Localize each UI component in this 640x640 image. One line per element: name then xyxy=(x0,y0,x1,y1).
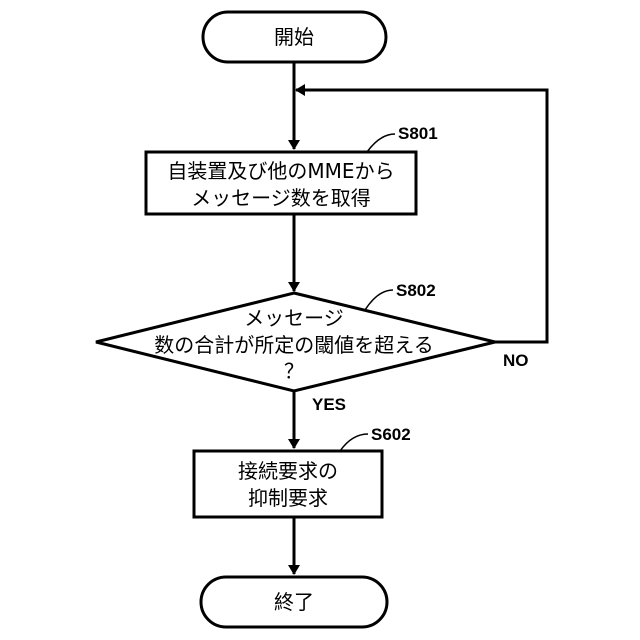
s602-ref-label: S602 xyxy=(371,425,411,444)
process-s602-line1: 接続要求の xyxy=(238,459,338,483)
end-terminal: 終了 xyxy=(201,577,387,627)
s602-leader-line xyxy=(340,434,368,451)
process-s801: 自装置及び他のMMEから メッセージ数を取得 xyxy=(146,152,416,214)
decision-s802-line3: ？ xyxy=(284,359,304,383)
process-s801-line1: 自装置及び他のMMEから xyxy=(167,159,394,183)
decision-s802-line1: メッセージ xyxy=(244,306,344,330)
decision-s802: メッセージ 数の合計が所定の閾値を超える ？ xyxy=(96,293,495,391)
s801-leader-line xyxy=(367,134,395,152)
s802-ref-label: S802 xyxy=(396,281,436,300)
branch-no-label: NO xyxy=(503,351,529,370)
decision-s802-line2: 数の合計が所定の閾値を超える xyxy=(154,333,433,357)
branch-yes-label: YES xyxy=(312,395,346,414)
s802-leader-line xyxy=(365,290,393,310)
s801-ref-label: S801 xyxy=(398,124,438,143)
process-s602: 接続要求の 抑制要求 xyxy=(194,451,382,517)
start-terminal: 開始 xyxy=(203,12,386,62)
process-s602-line2: 抑制要求 xyxy=(248,486,328,510)
start-label: 開始 xyxy=(274,25,314,49)
process-s801-line2: メッセージ数を取得 xyxy=(191,186,371,210)
end-label: 終了 xyxy=(274,590,314,614)
